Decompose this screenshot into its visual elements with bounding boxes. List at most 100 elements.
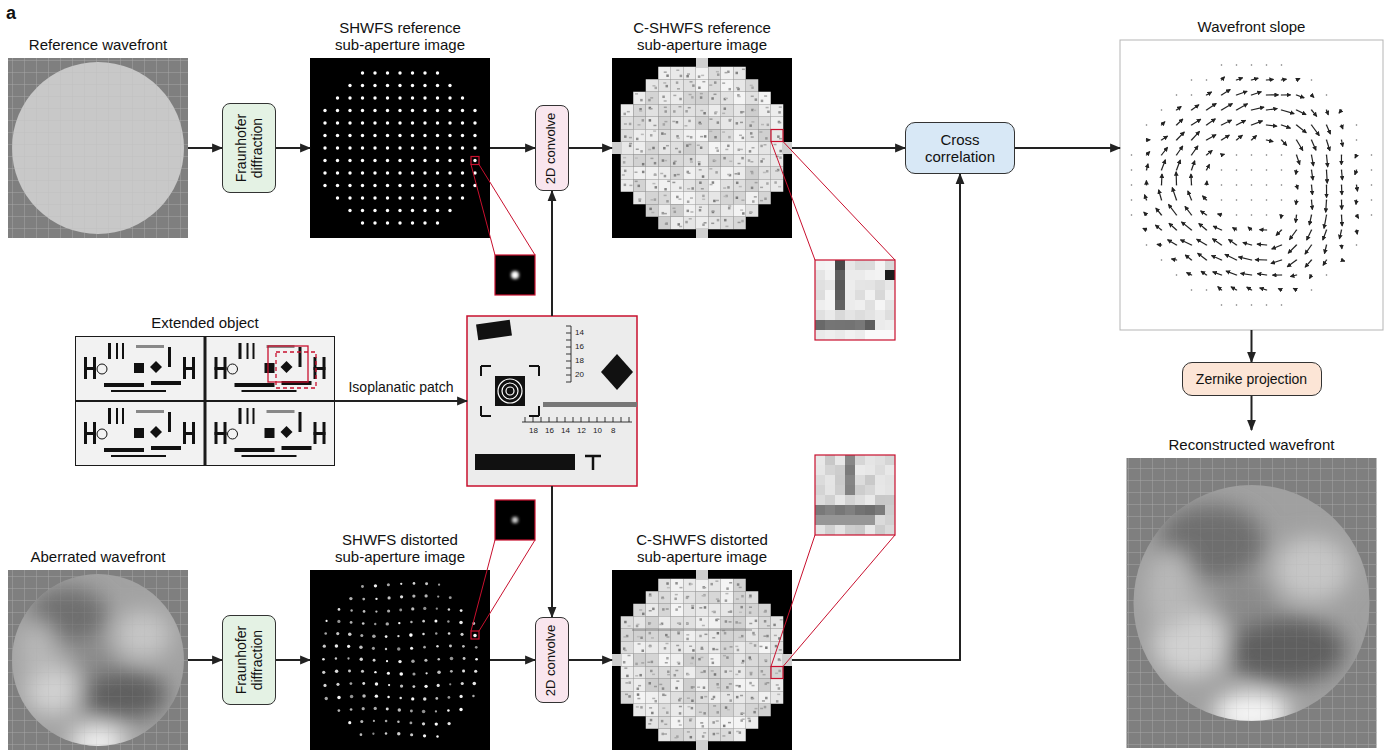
wavefront-image: Aberrated wavefront xyxy=(8,520,188,750)
focal-spot xyxy=(409,722,412,725)
focal-spot xyxy=(436,134,439,137)
cell-mark xyxy=(662,608,665,611)
sub-aperture-cell xyxy=(683,204,696,217)
cell-mark xyxy=(750,85,753,87)
cell-mark xyxy=(662,212,665,215)
focal-spot xyxy=(449,644,452,647)
slope-vector xyxy=(1267,125,1277,126)
cell-mark xyxy=(676,645,679,647)
grid-dot xyxy=(1311,289,1313,291)
zoom-pixel xyxy=(855,260,865,270)
slope-vector xyxy=(1185,206,1192,215)
sub-aperture-cell xyxy=(696,142,709,155)
zoom-pixel xyxy=(865,475,875,485)
focal-spot xyxy=(397,732,400,735)
zoom-inset xyxy=(495,500,535,540)
zoom-pixel xyxy=(815,320,825,330)
focal-spot xyxy=(362,707,365,710)
slope-map xyxy=(1120,40,1383,330)
chart-bar xyxy=(134,363,144,373)
chart-diamond xyxy=(601,354,633,390)
zoom-pixel xyxy=(825,455,835,465)
slope-vector xyxy=(1297,95,1305,98)
focal-spot xyxy=(375,598,377,600)
sub-aperture-cell xyxy=(733,129,746,142)
sub-aperture-cell xyxy=(658,217,671,230)
slope-vector xyxy=(1282,110,1295,114)
cell-mark xyxy=(728,136,731,139)
cell-mark xyxy=(667,587,670,589)
slope-vector xyxy=(1271,260,1282,263)
cell-mark xyxy=(661,597,664,600)
slope-vector xyxy=(1197,239,1207,245)
cell-mark xyxy=(737,172,740,175)
inset-frame xyxy=(495,500,535,540)
cell-mark xyxy=(636,149,639,151)
focal-spot xyxy=(461,146,464,149)
sub-aperture-cell xyxy=(683,104,696,117)
focal-spot xyxy=(448,209,451,212)
sub-aperture-cell xyxy=(658,666,671,679)
cell-mark xyxy=(666,74,669,77)
focal-spot xyxy=(461,159,464,162)
sub-aperture-cell xyxy=(646,79,659,92)
focal-spot xyxy=(411,96,414,99)
cell-mark xyxy=(692,686,695,688)
focal-spot xyxy=(422,710,426,714)
process-label: Zernike projection xyxy=(1196,371,1307,387)
cell-mark xyxy=(662,687,665,690)
focal-spot xyxy=(350,621,353,624)
flow-arrow xyxy=(490,147,535,149)
focal-spot xyxy=(423,734,426,737)
focal-spot xyxy=(336,134,339,137)
cell-mark xyxy=(712,637,715,639)
cell-mark xyxy=(713,696,716,699)
sub-aperture-cell xyxy=(696,641,709,654)
chart-diamond xyxy=(150,426,162,438)
cell-mark xyxy=(761,124,764,126)
slope-vector xyxy=(1201,271,1206,275)
cell-mark xyxy=(653,130,656,132)
focal-spot xyxy=(360,634,363,637)
slope-vector xyxy=(1162,122,1165,125)
slope-vector xyxy=(1222,77,1225,80)
sub-aperture-cell xyxy=(746,704,759,717)
sub-aperture-cell xyxy=(708,629,721,642)
cell-mark xyxy=(751,86,754,89)
zoom-pixel xyxy=(835,495,845,505)
slope-vector xyxy=(1280,215,1282,218)
cell-mark xyxy=(662,707,665,709)
sub-aperture-cell xyxy=(708,142,721,155)
zoom-pixel xyxy=(865,515,875,525)
cell-mark xyxy=(650,134,653,137)
cell-mark xyxy=(687,731,690,733)
cell-mark xyxy=(735,72,738,75)
focal-spot xyxy=(323,171,326,174)
cell-mark xyxy=(711,670,714,672)
cell-mark xyxy=(725,599,728,602)
edge-notch xyxy=(612,654,622,666)
grid-dot xyxy=(1161,109,1163,111)
slope-vector xyxy=(1327,140,1330,151)
sub-aperture-cell xyxy=(721,79,734,92)
sub-aperture-cell xyxy=(721,654,734,667)
grid-dot xyxy=(1191,79,1193,81)
cell-mark xyxy=(759,646,762,648)
cell-mark xyxy=(664,213,667,215)
focal-spot xyxy=(348,121,351,124)
chart-bar xyxy=(122,408,124,424)
cell-mark xyxy=(649,208,652,211)
sub-aperture-cell xyxy=(721,691,734,704)
cell-mark xyxy=(652,674,655,676)
chart-bar xyxy=(108,343,111,359)
process-label: Cross correlation xyxy=(918,131,1002,166)
patch-marker xyxy=(276,352,316,388)
focal-spot xyxy=(361,134,364,137)
cell-mark xyxy=(751,698,754,700)
focal-spot xyxy=(323,684,326,687)
chart-bar xyxy=(111,455,166,457)
sub-aperture-cell xyxy=(758,604,771,617)
slope-vector xyxy=(1222,89,1231,95)
cell-mark xyxy=(651,212,654,214)
sub-aperture-cell xyxy=(633,192,646,205)
